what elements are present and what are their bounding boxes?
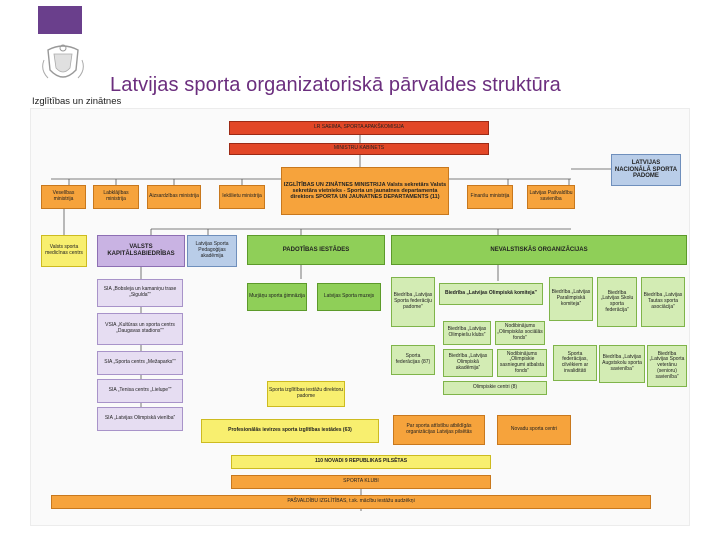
veseliba-box: Veselības ministrija	[41, 185, 86, 209]
olimpiskie-sasniegumi-box: Nodibinājums „Olimpiskie sasniegumi atba…	[497, 349, 547, 377]
mezaparks-box: SIA „Sporta centrs „Mežaparks””	[97, 351, 183, 375]
valsts-sporta-med-box: Valsts sporta medicīnas centrs	[41, 235, 87, 267]
izglitibas-padome-box: Sporta izglītības iestāžu direktoru pado…	[267, 381, 345, 407]
aizsardziba-box: Aizsardzības ministrija	[147, 185, 201, 209]
augstskolu-box: Biedrība „Latvijas Augstskolu sporta sav…	[599, 345, 645, 383]
finansu-box: Finanšu ministrija	[467, 185, 513, 209]
org-chart: LR SAEIMA, SPORTA APAKŠKOMISIJA MINISTRU…	[30, 108, 690, 526]
lnsp-box: LATVIJAS NACIONĀLĀ SPORTA PADOME	[611, 154, 681, 186]
sigulda-box: SIA „Bobsleja un kamaniņu trase „Sigulda…	[97, 279, 183, 307]
paralimpiska-box: Biedrība „Latvijas Paralimpiskā komiteja…	[549, 277, 593, 321]
federacijas-box: Sporta federācijas (87)	[391, 345, 435, 375]
neolimpiska-box: Nodibinājums „Olimpiskās sociālās fonds”	[495, 321, 545, 345]
lok-box: Biedrība „Latvijas Olimpiskā komiteja”	[439, 283, 543, 305]
iekslietu-box: Iekšlietu ministrija	[219, 185, 265, 209]
vkb-box: VALSTS KAPITĀLSABIEDRĪBAS	[97, 235, 185, 267]
par-sporta-box: Par sporta attīstību atbildīgās organizā…	[393, 415, 485, 445]
lielupe-box: SIA „Tenisa centrs „Lielupe””	[97, 379, 183, 403]
ministry-coat-of-arms-logo	[40, 40, 86, 88]
padotibas-box: PADOTĪBAS IESTĀDES	[247, 235, 385, 265]
page-title: Latvijas sporta organizatoriskā pārvalde…	[110, 74, 561, 96]
saeima-box: LR SAEIMA, SPORTA APAKŠKOMISIJA	[229, 121, 489, 135]
olimpiesu-klubs-box: Biedrība „Latvijas Olimpiešu klubs”	[443, 321, 491, 345]
labklajiba-box: Labklājības ministrija	[93, 185, 139, 209]
profesionalas-box: Profesionālās ievirzes sporta izglītības…	[201, 419, 379, 443]
novadi-box: 110 NOVADI 9 REPUBLIKAS PILSĒTAS	[231, 455, 491, 469]
lok-akademija-box: Biedrība „Latvijas Olimpiskā akadēmija”	[443, 349, 493, 377]
logo-caption: Izglītības un zinātnes	[32, 96, 122, 107]
pasvaldibu-box: PAŠVALDĪBU IZGLĪTĪBAS, t.sk. mācību iest…	[51, 495, 651, 509]
header-accent-block	[38, 6, 82, 34]
veterani-box: Biedrība „Latvijas Sporta veterānu (seni…	[647, 345, 687, 387]
olimpiskie-centri-box: Olimpiskie centri (8)	[443, 381, 547, 395]
klubi-box: SPORTA KLUBI	[231, 475, 491, 489]
izm-box: IZGLĪTĪBAS UN ZINĀTNES MINISTRIJA Valsts…	[281, 167, 449, 215]
ministru-kabinets-box: MINISTRU KABINETS	[229, 143, 489, 155]
skolu-sports-box: Biedrība „Latvijas Skolu sporta federāci…	[597, 277, 637, 327]
invalidu-box: Sporta federācijas, cilvēkiem ar invalid…	[553, 345, 597, 381]
lspa-box: Latvijas Sporta Pedagoģijas akadēmija	[187, 235, 237, 267]
novadu-box: Novadu sporta centri	[497, 415, 571, 445]
murjani-box: Murjāņu sporta ģimnāzija	[247, 283, 307, 311]
tautas-sports-box: Biedrība „Latvijas Tautas sporta asociāc…	[641, 277, 685, 327]
muzejs-box: Latvijas Sporta muzejs	[317, 283, 381, 311]
olimpiska-vieniba-box: SIA „Latvijas Olimpiskā vienība”	[97, 407, 183, 431]
daugavas-box: VSIA „Kultūras un sporta centrs „Daugava…	[97, 313, 183, 345]
nvo-box: NEVALSTISKĀS ORGANIZĀCIJAS	[391, 235, 687, 265]
latvijas-pasvaldibu-box: Latvijas Pašvaldību savienība	[527, 185, 575, 209]
lsfp-box: Biedrība „Latvijas Sporta federāciju pad…	[391, 277, 435, 327]
